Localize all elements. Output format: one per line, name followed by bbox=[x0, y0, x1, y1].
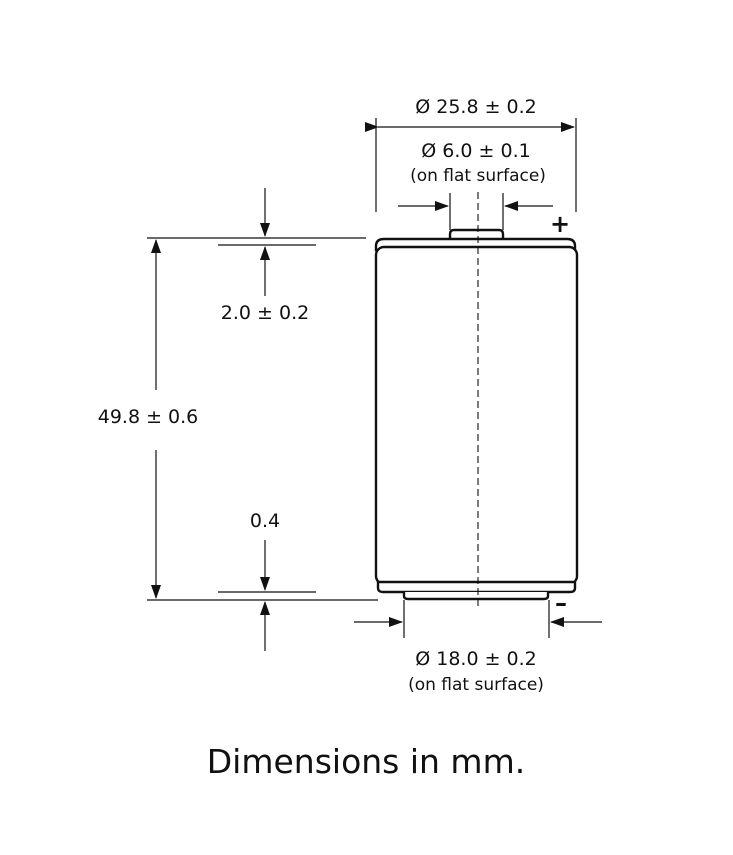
total-height-dimension: 49.8 ± 0.6 bbox=[98, 239, 199, 599]
terminal-height-label: 2.0 ± 0.2 bbox=[221, 302, 309, 324]
units-caption: Dimensions in mm. bbox=[207, 742, 525, 781]
positive-terminal-note: (on flat surface) bbox=[410, 166, 546, 186]
negative-terminal bbox=[402, 592, 550, 601]
negative-terminal-diameter-label: Ø 18.0 ± 0.2 bbox=[415, 648, 537, 670]
positive-terminal bbox=[448, 228, 505, 240]
terminal-height-dimension: 2.0 ± 0.2 bbox=[147, 188, 366, 324]
battery-body bbox=[374, 192, 579, 610]
positive-terminal-diameter-dimension: Ø 6.0 ± 0.1 (on flat surface) bbox=[398, 140, 553, 230]
bottom-gap-dimension: 0.4 bbox=[147, 510, 378, 651]
positive-terminal-diameter-label: Ø 6.0 ± 0.1 bbox=[421, 140, 530, 162]
bottom-rim bbox=[376, 580, 577, 594]
total-height-label: 49.8 ± 0.6 bbox=[98, 406, 199, 428]
negative-terminal-diameter-dimension: Ø 18.0 ± 0.2 (on flat surface) bbox=[354, 600, 602, 695]
positive-sign: + bbox=[550, 210, 570, 238]
bottom-gap-label: 0.4 bbox=[250, 510, 280, 532]
cell-can bbox=[374, 245, 579, 586]
negative-sign: – bbox=[555, 589, 567, 617]
outer-diameter-label: Ø 25.8 ± 0.2 bbox=[415, 96, 537, 118]
negative-terminal-note: (on flat surface) bbox=[408, 675, 544, 695]
outer-diameter-dimension: Ø 25.8 ± 0.2 bbox=[365, 96, 577, 212]
